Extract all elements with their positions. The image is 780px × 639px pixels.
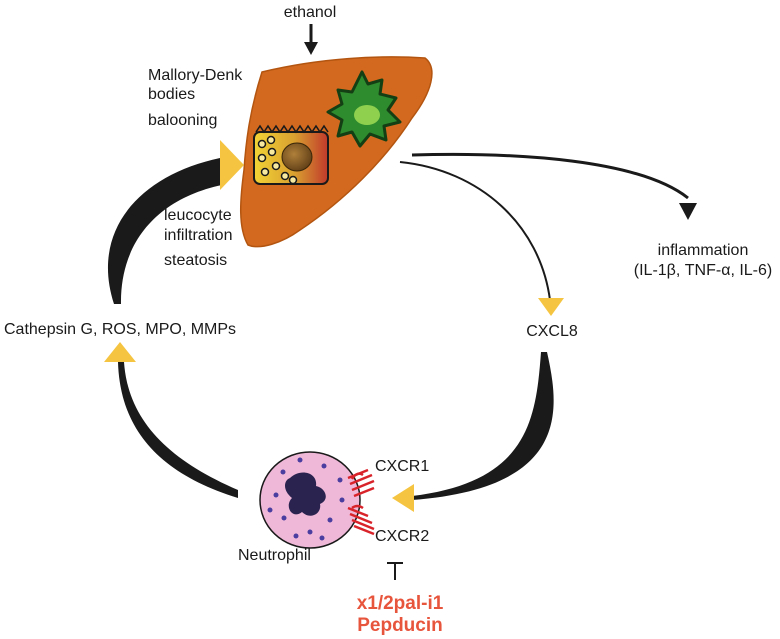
leucocyte-label-line1: leucocyte (164, 207, 232, 224)
cxcl8-label: CXCL8 (526, 323, 578, 340)
cxcr1-receptor-icon (347, 468, 375, 498)
inhibition-icon (387, 562, 403, 580)
ballooned-hepatocyte (253, 124, 329, 185)
neutrophil-label: Neutrophil (238, 547, 311, 564)
inflammation-arrow (411, 152, 697, 220)
neutrophil-to-cathepsin-arrow (104, 342, 238, 498)
ballooning-label: balooning (148, 112, 217, 129)
ethanol-label: ethanol (284, 4, 337, 21)
mallory-denk-label-line2: bodies (148, 86, 195, 103)
steatosis-label: steatosis (164, 252, 227, 269)
cxcr1-label: CXCR1 (375, 458, 429, 475)
cathepsin-to-liver-arrow (107, 140, 244, 304)
leucocyte-label-line2: infiltration (164, 227, 232, 244)
cxcr2-receptor-icon (347, 504, 375, 536)
cytokines-label: (IL-1β, TNF-α, IL-6) (634, 262, 772, 279)
cxcl8-to-receptor-arrow (392, 352, 554, 512)
pepducin-label: Pepducin (357, 615, 443, 636)
neutrophil-cell (259, 451, 361, 549)
pepducin-compound-label: x1/2pal-i1 (357, 593, 444, 614)
cathepsin-label: Cathepsin G, ROS, MPO, MMPs (4, 321, 236, 338)
kupffer-nucleus (354, 105, 380, 125)
ethanol-arrow (304, 24, 318, 55)
cxcr2-label: CXCR2 (375, 528, 429, 545)
mallory-denk-label-line1: Mallory-Denk (148, 67, 243, 84)
neutrophil-nucleus (285, 472, 326, 516)
inflammation-label: inflammation (658, 242, 749, 259)
cxcl8-release-arrow (399, 161, 564, 316)
